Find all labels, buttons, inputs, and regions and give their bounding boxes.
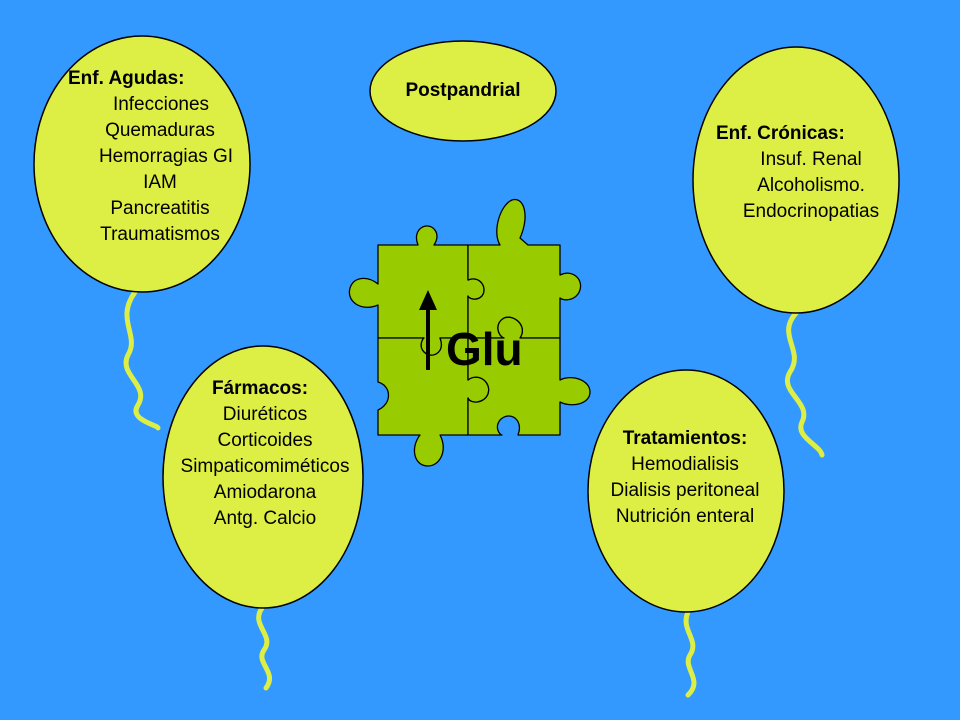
balloon-string-farmacos xyxy=(256,605,272,691)
balloon-string-agudas xyxy=(123,289,161,431)
balloon-agudas-item: IAM xyxy=(143,172,177,193)
arrow-up-icon xyxy=(419,290,437,370)
balloon-agudas-item: Pancreatitis xyxy=(110,198,210,219)
balloon-string-cronicas xyxy=(785,309,825,458)
balloon-postpandrial xyxy=(369,40,557,142)
balloon-farmacos-item: Simpaticomiméticos xyxy=(180,456,350,477)
puzzle-icon xyxy=(348,198,591,467)
balloon-cronicas-item: Insuf. Renal xyxy=(760,149,862,170)
balloon-agudas-item: Hemorragias GI xyxy=(98,146,234,167)
balloon-cronicas-item: Alcoholismo. xyxy=(757,175,865,196)
balloon-tratamientos-item: Nutrición enteral xyxy=(615,506,755,527)
balloon-tratamientos-title: Tratamientos: xyxy=(622,428,748,449)
glu-label: Glu xyxy=(446,323,523,375)
balloon-farmacos-title: Fármacos: xyxy=(211,378,309,399)
balloon-agudas-item: Quemaduras xyxy=(105,120,215,141)
balloon-agudas-text: Enf. Agudas: Infecciones Quemaduras Hemo… xyxy=(60,66,260,248)
balloon-farmacos-item: Antg. Calcio xyxy=(213,508,317,529)
balloon-cronicas xyxy=(692,46,900,314)
balloon-agudas-title: Enf. Agudas: xyxy=(68,68,185,89)
balloon-agudas-item: Infecciones xyxy=(112,94,210,115)
balloon-tratamientos-item: Hemodialisis xyxy=(631,454,739,475)
balloon-cronicas-text: Enf. Crónicas: Insuf. Renal Alcoholismo.… xyxy=(706,121,916,225)
balloon-farmacos-item: Corticoides xyxy=(217,430,313,451)
balloon-agudas-item: Traumatismos xyxy=(100,224,220,245)
balloon-agudas xyxy=(33,35,251,293)
balloon-cronicas-item: Endocrinopatias xyxy=(742,201,880,222)
balloon-tratamientos-item: Dialisis peritoneal xyxy=(610,480,760,501)
balloon-cronicas-title: Enf. Crónicas: xyxy=(716,123,845,144)
balloon-farmacos-text: Fármacos: Diuréticos Corticoides Simpati… xyxy=(160,376,370,532)
balloon-farmacos xyxy=(162,345,364,609)
balloon-farmacos-item: Amiodarona xyxy=(213,482,317,503)
balloon-string-tratamientos xyxy=(683,609,697,698)
balloon-postpandrial-text: Postpandrial xyxy=(370,78,556,104)
balloon-tratamientos-text: Tratamientos: Hemodialisis Dialisis peri… xyxy=(582,426,788,530)
balloon-tratamientos xyxy=(587,369,785,613)
balloon-postpandrial-title: Postpandrial xyxy=(405,80,521,101)
balloon-farmacos-item: Diuréticos xyxy=(222,404,308,425)
